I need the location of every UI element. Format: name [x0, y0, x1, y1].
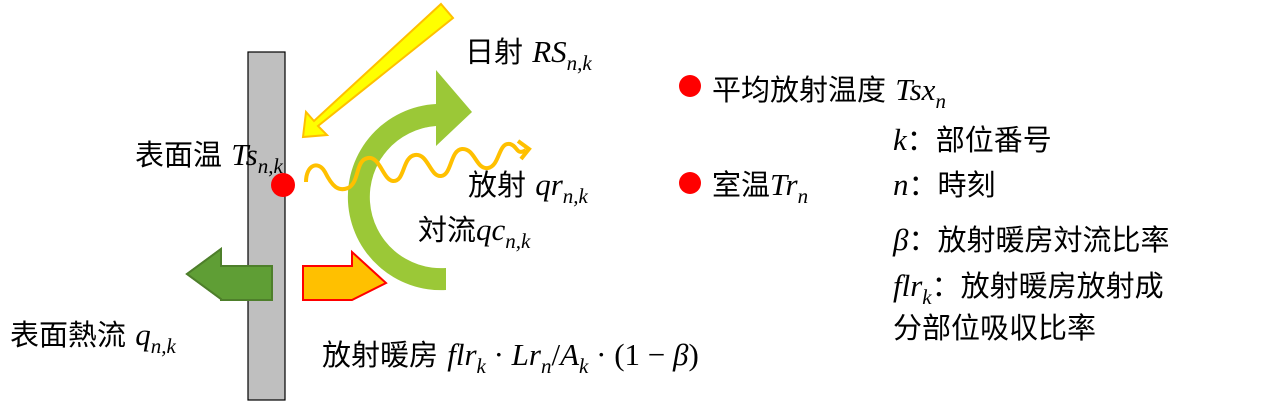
wall: [247, 51, 286, 401]
radiation-wave: [304, 142, 528, 192]
legend-item: flrk：放射暖房放射成: [893, 268, 1164, 309]
room-temp-dot: [679, 172, 701, 194]
radiant-heating-label: 放射暖房 flrk · Lrn/Ak · (1 − β): [322, 337, 699, 378]
convection-label: 対流qcn,k: [418, 212, 531, 253]
mrt-label: 平均放射温度 Tsxn: [712, 72, 946, 113]
legend-item: 分部位吸収比率: [893, 311, 1096, 345]
surface-temp-label: 表面温 Tsn,k: [135, 137, 283, 178]
convection-arrow: [347, 70, 472, 291]
mrt-dot: [679, 75, 701, 97]
room-temp-label: 室温Trn: [712, 167, 808, 208]
surface-flux-label: 表面熱流 qn,k: [10, 317, 176, 358]
legend: k：部位番号 n：時刻 β：放射暖房対流比率 flrk：放射暖房放射成 分部位吸…: [892, 122, 1169, 345]
radiant-heating-arrow: [302, 249, 388, 301]
surface-temp-dot: [271, 173, 295, 197]
radiation-wave-arrowhead: [516, 139, 532, 161]
surface-flux-arrow-body: [185, 247, 273, 301]
legend-item: β：放射暖房対流比率: [892, 222, 1169, 257]
solar-label: 日射 RSn,k: [465, 34, 592, 75]
legend-item: k：部位番号: [893, 122, 1052, 157]
legend-item: n：時刻: [893, 167, 996, 202]
solar-arrow: [301, 2, 455, 139]
radiation-label: 放射 qrn,k: [468, 167, 589, 208]
